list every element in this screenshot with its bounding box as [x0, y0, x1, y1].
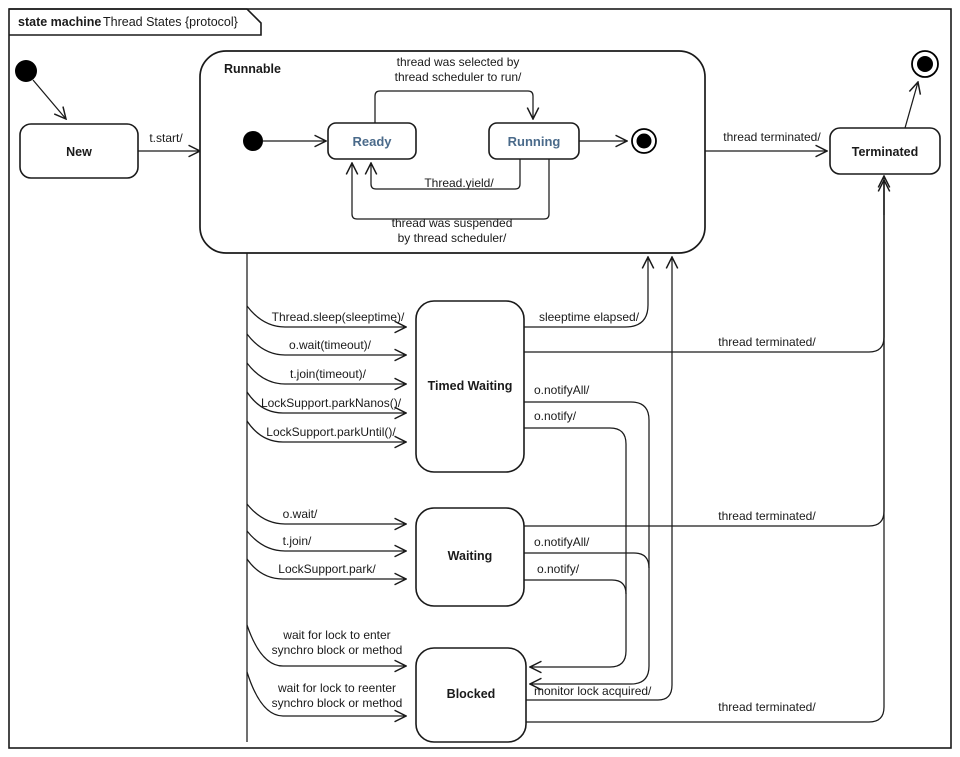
label-thread-terminated-blocked: thread terminated/: [718, 700, 816, 714]
label-lock-enter-line2: synchro block or method: [272, 643, 403, 657]
label-t-start: t.start/: [149, 131, 183, 145]
state-running-label: Running: [508, 134, 561, 149]
state-timed-waiting-label: Timed Waiting: [428, 379, 513, 393]
edge-terminated-to-final: [904, 82, 918, 129]
state-ready[interactable]: Ready: [327, 122, 417, 160]
label-t-join: t.join/: [283, 534, 312, 548]
global-final-node: [911, 50, 939, 78]
edge-running-to-ready-suspended: [352, 159, 550, 220]
edge-to-waiting-tjoin: [246, 530, 406, 551]
label-selected-line1: thread was selected by: [397, 55, 520, 69]
label-thread-terminated-waiting: thread terminated/: [718, 509, 816, 523]
state-waiting-label: Waiting: [448, 549, 493, 563]
state-waiting[interactable]: Waiting: [415, 507, 525, 607]
diagram-frame: state machine Thread States {protocol}: [8, 8, 952, 749]
edge-to-waiting-park: [246, 558, 406, 579]
state-runnable-label: Runnable: [224, 62, 281, 76]
edge-blocked-monitor-lock-acquired: [526, 257, 672, 701]
label-selected-line2: thread scheduler to run/: [395, 70, 522, 84]
label-park-nanos: LockSupport.parkNanos()/: [261, 396, 402, 410]
label-lock-reenter-line2: synchro block or method: [272, 696, 403, 710]
edge-to-blocked-reenter: [246, 671, 406, 716]
label-suspended-line1: thread was suspended: [392, 216, 513, 230]
edge-waiting-notifyall-to-blocked: [524, 552, 650, 569]
edge-blocked-thread-terminated: [526, 180, 885, 723]
label-waiting-notify-all: o.notifyAll/: [534, 535, 590, 549]
state-new-label: New: [66, 145, 92, 159]
state-blocked-label: Blocked: [447, 687, 496, 701]
state-blocked[interactable]: Blocked: [415, 647, 527, 743]
edge-to-timed-parkuntil: [246, 420, 406, 442]
label-waiting-notify: o.notify/: [537, 562, 580, 576]
runnable-initial-node: [243, 131, 263, 151]
edge-timed-notify-to-blocked: [524, 427, 627, 667]
state-runnable[interactable]: Runnable: [199, 50, 706, 254]
state-new[interactable]: New: [19, 123, 139, 179]
label-park: LockSupport.park/: [278, 562, 376, 576]
frame-kind-label: state machine: [18, 15, 101, 29]
label-sleeptime-elapsed: sleeptime elapsed/: [539, 310, 640, 324]
label-timed-notify: o.notify/: [534, 409, 577, 423]
edge-to-timed-tjoin: [246, 362, 406, 384]
label-monitor-lock-acquired: monitor lock acquired/: [534, 684, 652, 698]
label-thread-terminated-timed: thread terminated/: [718, 335, 816, 349]
label-thread-yield: Thread.yield/: [424, 176, 494, 190]
state-terminated-label: Terminated: [852, 145, 918, 159]
edge-ready-to-running: [374, 90, 533, 123]
edge-to-waiting-owait: [246, 503, 406, 524]
frame-name-label: Thread States {protocol}: [103, 15, 238, 29]
label-o-wait-timeout: o.wait(timeout)/: [289, 338, 372, 352]
edge-timed-notifyall-to-blocked: [524, 401, 650, 684]
edge-waiting-notify-to-blocked: [524, 579, 627, 595]
edge-initial-to-new: [32, 79, 66, 119]
label-t-join-timeout: t.join(timeout)/: [290, 367, 367, 381]
label-timed-notify-all: o.notifyAll/: [534, 383, 590, 397]
edge-running-to-ready-yield: [371, 159, 521, 190]
state-running[interactable]: Running: [488, 122, 580, 160]
edge-timed-sleeptime-elapsed: [524, 257, 648, 328]
edge-to-timed-owait: [246, 333, 406, 355]
label-lock-reenter-line1: wait for lock to reenter: [277, 681, 396, 695]
state-terminated[interactable]: Terminated: [829, 127, 941, 175]
runnable-final-node: [631, 128, 657, 154]
label-o-wait: o.wait/: [283, 507, 318, 521]
label-suspended-line2: by thread scheduler/: [398, 231, 507, 245]
state-ready-label: Ready: [352, 134, 392, 149]
label-park-until: LockSupport.parkUntil()/: [266, 425, 396, 439]
edge-to-timed-sleep: [246, 305, 406, 327]
label-thread-sleep: Thread.sleep(sleeptime)/: [272, 310, 405, 324]
label-thread-terminated-runnable: thread terminated/: [723, 130, 821, 144]
initial-state-node: [15, 60, 37, 82]
label-lock-enter-line1: wait for lock to enter: [282, 628, 390, 642]
edge-to-timed-parknanos: [246, 391, 406, 413]
edge-to-blocked-enter: [246, 624, 406, 666]
state-timed-waiting[interactable]: Timed Waiting: [415, 300, 525, 473]
